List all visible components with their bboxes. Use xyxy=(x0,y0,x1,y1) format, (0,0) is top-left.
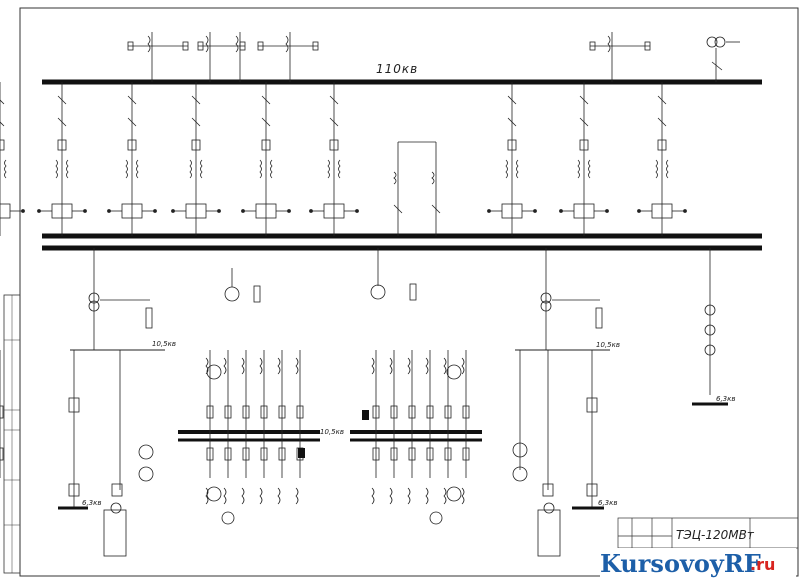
reactor-block-upper xyxy=(362,410,369,420)
aux-bus-far-right-label: 6,3кв xyxy=(716,395,736,403)
aux-right xyxy=(512,350,598,557)
top-feeders xyxy=(127,32,740,82)
center-switchgear-cells xyxy=(0,349,470,525)
title-block-title: ТЭЦ-120МВт xyxy=(676,528,754,542)
gen-bus-right-label: 10,5кв xyxy=(596,341,620,349)
aux-bus-left-label: 6,3кв xyxy=(82,499,102,507)
drawing-frame xyxy=(19,7,799,577)
aux-bus-right-label: 6,3кв xyxy=(598,499,618,507)
watermark-main-text: KursovoyRF xyxy=(600,549,761,578)
busbar-110kv-label: 110кв xyxy=(376,62,419,76)
generator-transformers xyxy=(88,248,716,395)
reactor-block-lower xyxy=(298,448,305,458)
center-bus-label: 10,5кв xyxy=(320,428,344,436)
gen-bus-left-label: 10,5кв xyxy=(152,340,176,348)
site-watermark: KursovoyRF .ru xyxy=(600,548,796,578)
aux-left xyxy=(68,350,154,557)
watermark-tld-text: .ru xyxy=(750,555,776,574)
line-bays xyxy=(0,81,687,237)
